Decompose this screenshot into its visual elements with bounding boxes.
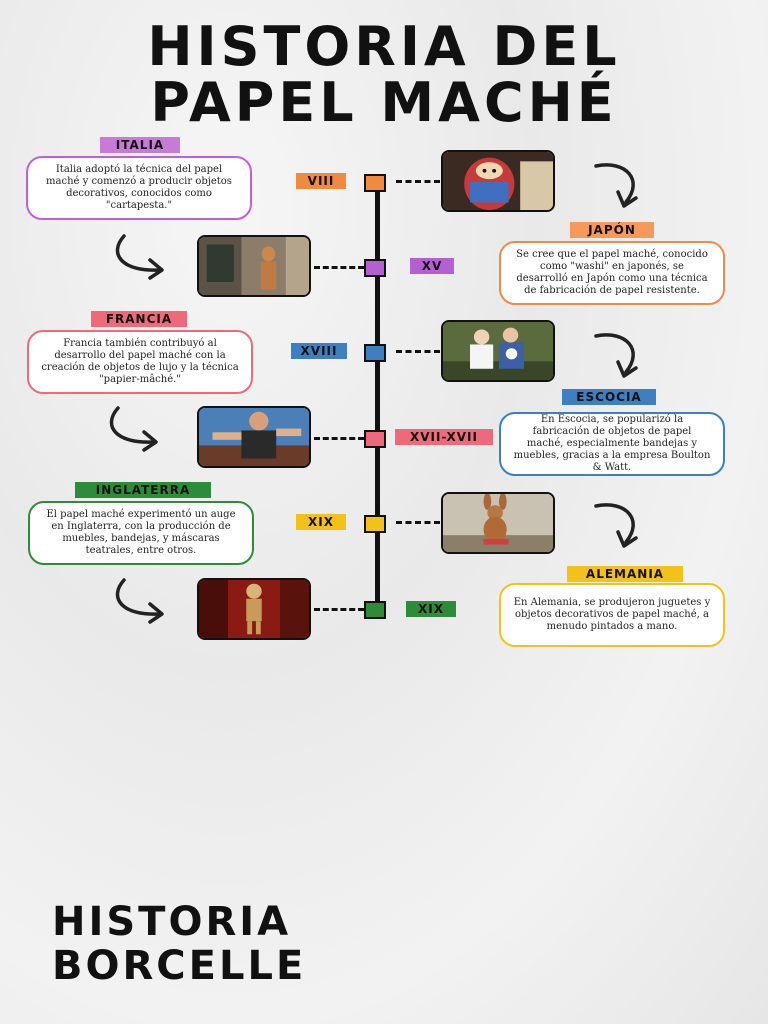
country-tag-italia: ITALIA [100,137,180,153]
giant-figures-photo [441,320,555,382]
curved-arrow-icon [594,503,638,548]
century-label-viii: VIII [296,173,346,189]
connector-xviii [396,350,440,353]
timeline-node-xv [364,259,386,277]
event-card-japon: Se cree que el papel maché, conocido com… [499,241,725,305]
connector-viii [396,180,440,183]
country-tag-japon: JAPÓN [570,222,654,238]
curved-arrow-icon [115,578,164,624]
event-card-alemania: En Alemania, se produjeron juguetes y ob… [499,583,725,647]
century-label-xv: XV [410,258,454,274]
country-tag-francia: FRANCIA [91,311,187,327]
skeleton-figure-photo [197,578,311,640]
curved-arrow-icon [594,163,638,208]
event-card-francia: Francia también contribuyó al desarrollo… [27,330,253,394]
event-card-escocia: En Escocia, se popularizó la fabricación… [499,412,725,476]
timeline-node-xix-b [364,601,386,619]
timeline-node-xvii [364,430,386,448]
timeline-node-xviii [364,344,386,362]
timeline-node-xix-a [364,515,386,533]
page-title-line-2: PAPEL MACHÉ [150,71,618,134]
century-label-xviii: XVIII [291,343,347,359]
century-label-xix-a: XIX [296,514,346,530]
footer-brand-line-2: BORCELLE [52,943,307,989]
country-tag-inglaterra: INGLATERRA [75,482,211,498]
country-tag-escocia: ESCOCIA [562,389,656,405]
footer-brand-line-1: HISTORIA [52,899,292,945]
century-label-xvii-xvii: XVII-XVII [395,429,493,445]
timeline-axis [375,182,380,612]
curved-arrow-icon [594,333,638,378]
curved-arrow-icon [109,406,158,452]
timeline-node-viii [364,174,386,192]
carnival-figure-photo [197,406,311,468]
connector-xix-a [396,521,440,524]
connector-xvii [314,437,364,440]
century-label-xix-b: XIX [406,601,456,617]
connector-xix-b [314,608,364,611]
connector-xv [314,266,364,269]
rabbit-figure-photo [441,492,555,554]
daruma-doll-photo [441,150,555,212]
street-figure-photo [197,235,311,297]
country-tag-alemania: ALEMANIA [567,566,683,582]
curved-arrow-icon [115,234,164,280]
page-title-line-1: HISTORIA DEL [147,15,621,78]
event-card-italia: Italia adoptó la técnica del papel maché… [26,156,252,220]
event-card-inglaterra: El papel maché experimentó un auge en In… [28,501,254,565]
